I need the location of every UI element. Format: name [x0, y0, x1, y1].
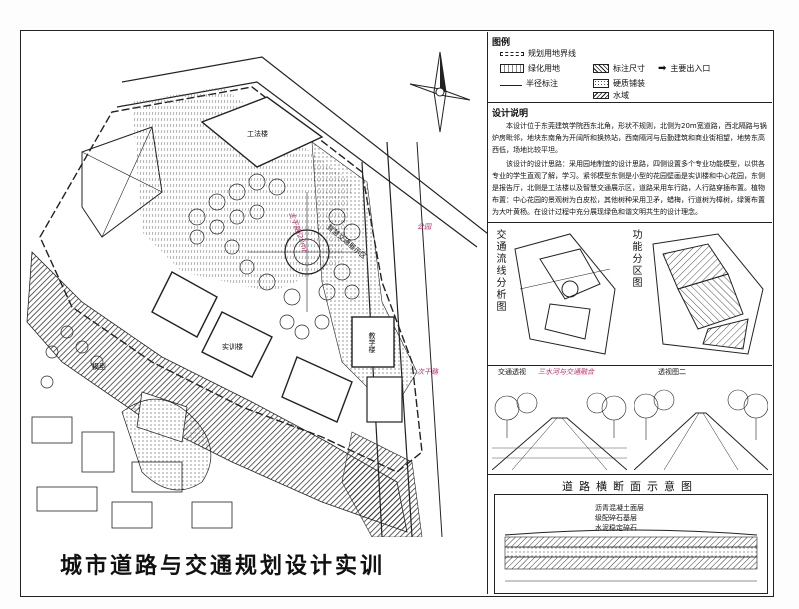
description-paragraph: 本设计位于东莞建筑学院西东北角，形状不规则，北侧为20m宽道路，西北隔路与锅炉房… — [492, 122, 767, 154]
section-note: 沥青混凝土面层 — [595, 504, 644, 512]
main-title: 城市道路与交通规划设计实训 — [60, 553, 386, 579]
dimension-swatch-icon — [593, 64, 609, 73]
green-swatch-icon — [500, 64, 524, 73]
water-swatch-icon — [593, 92, 609, 99]
description-text: 本设计位于东莞建筑学院西东北角，形状不规则，北侧为20m宽道路，西北隔路与锅炉房… — [492, 120, 768, 220]
site-plan: 工法楼 教学楼 实训楼 智慧交通展示区 模型 主干路(20m) 次干路 公园 — [22, 32, 493, 538]
function-zone-label: 功能分区图 — [630, 229, 641, 289]
legend-item-paving: 硬质铺装 — [593, 78, 645, 89]
description-title: 设计说明 — [492, 109, 529, 119]
site-plan-drawing — [26, 51, 493, 538]
boundary-swatch-icon — [500, 51, 524, 56]
paving-swatch-icon — [593, 79, 609, 88]
hand-note-2: 次干路 — [417, 368, 438, 376]
legend-title: 图例 — [492, 38, 511, 48]
perspective-right-label: 透视图二 — [658, 368, 686, 376]
section-note: 级配碎石基层 — [595, 514, 637, 522]
perspective-left-sketch — [492, 392, 627, 470]
legend: 图例 规划用地界线 绿化用地 半径标注 标注尺寸 硬质铺装 ➡ 主要出入口 水域 — [488, 32, 772, 103]
section-title: 道路横断面示意图 — [562, 480, 698, 493]
label-center-building: 实训楼 — [222, 343, 243, 351]
side-panel: 图例 规划用地界线 绿化用地 半径标注 标注尺寸 硬质铺装 ➡ 主要出入口 水域 — [487, 32, 772, 594]
label-model-zone: 模型 — [92, 363, 106, 371]
perspective-left-label: 交通透视 — [498, 368, 526, 376]
north-arrow-icon — [409, 51, 471, 133]
traffic-flow-label: 交通流线分析图 — [494, 229, 505, 313]
legend-item-radius: 半径标注 — [500, 78, 558, 89]
section-note: 水泥稳定碎石 — [595, 524, 637, 532]
analysis-sketches: 交通流线分析图 功能分区图 — [488, 222, 772, 366]
perspective-sketches: 交通透视 三水河与交通融合 透视图二 — [488, 364, 772, 475]
label-north-building: 工法楼 — [247, 130, 268, 138]
entrance-arrow-icon: ➡ — [658, 63, 667, 74]
perspective-hand-note: 三水河与交通融合 — [538, 368, 594, 376]
perspective-right-sketch — [634, 389, 768, 470]
hand-note-3: 公园 — [417, 223, 431, 231]
tree-cluster — [40, 173, 361, 389]
legend-item-green: 绿化用地 — [500, 63, 560, 74]
description-paragraph: 该设计的设计思路：采用园地制宜的设计思路，四侧设置多个专业功能模型，以供各专业的… — [492, 160, 765, 216]
legend-item-boundary: 规划用地界线 — [500, 48, 576, 59]
function-zone-sketch — [652, 233, 764, 355]
legend-item-entrance: ➡ 主要出入口 — [658, 63, 711, 74]
radius-swatch-icon — [500, 81, 522, 86]
road-section-drawing: 沥青混凝土面层 级配碎石基层 水泥稳定碎石 — [494, 494, 768, 594]
traffic-flow-sketch — [514, 233, 616, 355]
label-east-building: 教学楼 — [368, 332, 376, 353]
legend-item-dimension: 标注尺寸 — [593, 63, 645, 74]
legend-item-water: 水域 — [593, 90, 629, 101]
